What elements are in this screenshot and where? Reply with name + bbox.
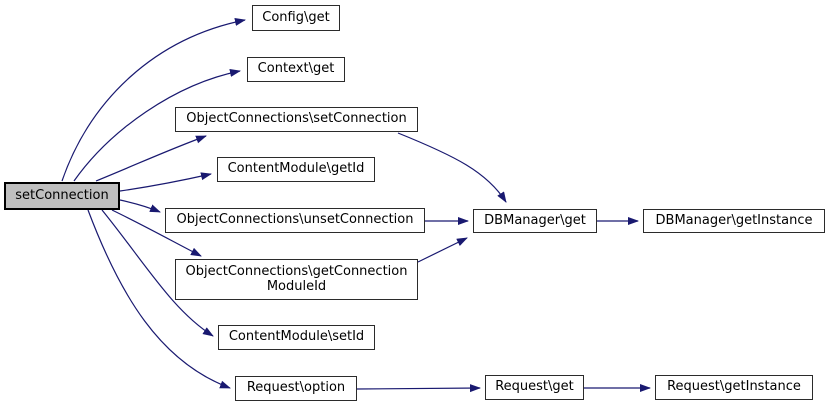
node-label-line1: ObjectConnections\getConnection bbox=[185, 263, 408, 279]
node-label: ContentModule\getId bbox=[227, 161, 365, 177]
node-request-getinstance[interactable]: Request\getInstance bbox=[655, 375, 813, 400]
node-label: Request\getInstance bbox=[667, 379, 801, 395]
node-label: ContentModule\setId bbox=[228, 329, 365, 345]
node-dbmanager-getinstance[interactable]: DBManager\getInstance bbox=[643, 209, 825, 233]
node-objectconnections-unsetconnection[interactable]: ObjectConnections\unsetConnection bbox=[165, 208, 425, 233]
edge-ocGetConnectionModuleId-to-dbManagerGet bbox=[417, 237, 468, 263]
node-label: Context\get bbox=[257, 61, 335, 77]
node-label: DBManager\getInstance bbox=[655, 212, 813, 228]
node-request-get[interactable]: Request\get bbox=[485, 375, 584, 400]
node-label: Request\get bbox=[495, 379, 574, 395]
edge-ocSetConnection-to-dbManagerGet bbox=[397, 132, 507, 203]
edge-setConnection-to-requestOption bbox=[87, 209, 231, 389]
edge-setConnection-to-ocGetConnectionModuleId bbox=[111, 209, 202, 257]
node-contentmodule-setid[interactable]: ContentModule\setId bbox=[218, 325, 375, 350]
edge-setConnection-to-configGet bbox=[61, 18, 246, 182]
node-context-get[interactable]: Context\get bbox=[247, 57, 345, 82]
node-label: ObjectConnections\setConnection bbox=[186, 111, 407, 127]
node-label: DBManager\get bbox=[484, 212, 586, 228]
node-dbmanager-get[interactable]: DBManager\get bbox=[473, 209, 597, 233]
node-label: ObjectConnections\unsetConnection bbox=[176, 212, 414, 228]
node-setConnection: setConnection bbox=[4, 182, 120, 210]
node-contentmodule-getid[interactable]: ContentModule\getId bbox=[217, 157, 375, 182]
node-config-get[interactable]: Config\get bbox=[252, 5, 340, 31]
edge-setConnection-to-contentModuleGetId bbox=[119, 172, 212, 192]
edge-setConnection-to-contentModuleSetId bbox=[101, 209, 214, 337]
node-label: Config\get bbox=[262, 9, 330, 25]
node-request-option[interactable]: Request\option bbox=[235, 376, 357, 401]
edge-setConnection-to-contextGet bbox=[73, 69, 241, 182]
node-label-line2: ModuleId bbox=[266, 278, 327, 294]
edge-requestOption-to-requestGet bbox=[356, 384, 481, 393]
edge-setConnection-to-ocUnsetConnection bbox=[119, 199, 161, 213]
node-objectconnections-getconnectionmoduleid[interactable]: ObjectConnections\getConnection ModuleId bbox=[175, 259, 418, 300]
node-label: setConnection bbox=[15, 187, 109, 203]
edge-setConnection-to-ocSetConnection bbox=[95, 135, 207, 182]
node-label: Request\option bbox=[246, 380, 346, 396]
node-objectconnections-setconnection[interactable]: ObjectConnections\setConnection bbox=[175, 107, 418, 132]
